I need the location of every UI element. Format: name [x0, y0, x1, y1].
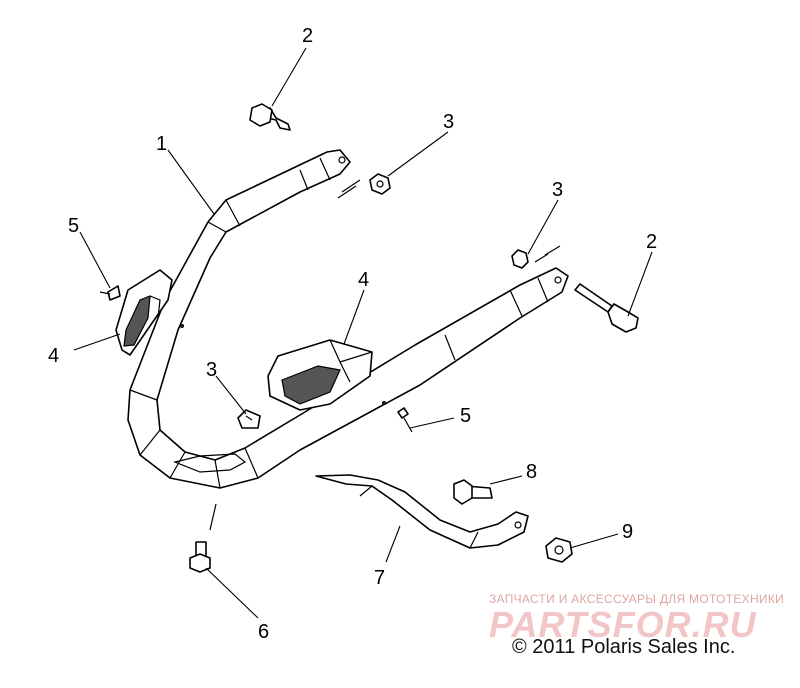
- callout-6: 6: [258, 621, 269, 643]
- callout-2-top: 2: [302, 25, 313, 47]
- callout-9: 9: [622, 521, 633, 543]
- callout-4-left: 4: [48, 345, 59, 367]
- callout-2-right: 2: [646, 231, 657, 253]
- callout-5-left: 5: [68, 215, 79, 237]
- callout-3-right: 3: [552, 179, 563, 201]
- callout-1: 1: [156, 133, 167, 155]
- front-bumper-tube: [127, 149, 569, 489]
- nut-3-top: [337, 173, 391, 199]
- copyright-notice: © 2011 Polaris Sales Inc.: [512, 636, 736, 658]
- callout-5-center: 5: [460, 405, 471, 427]
- mount-bracket-4-left: [115, 269, 173, 356]
- callout-7: 7: [374, 567, 385, 589]
- callout-3-top: 3: [443, 111, 454, 133]
- nut-3-right: [511, 245, 561, 269]
- callout-4-center: 4: [358, 269, 369, 291]
- screw-5-center: [397, 407, 413, 433]
- watermark-logo: PARTSFOR.RU: [489, 604, 757, 645]
- callout-8: 8: [526, 461, 537, 483]
- bolt-8: [453, 479, 493, 505]
- bolt-6: [189, 503, 217, 573]
- nut-9: [545, 537, 573, 563]
- clip-nut-3: [237, 409, 261, 429]
- callout-labels: 2 3 1 3 5 2 4 4 3 5 8 9 7 6: [48, 25, 657, 643]
- watermark-tagline: ЗАПЧАСТИ И АКСЕССУАРЫ ДЛЯ МОТОТЕХНИКИ: [489, 592, 785, 606]
- bolt-2-right: [574, 283, 639, 333]
- screw-5-left: [99, 285, 121, 301]
- leader-lines: [73, 47, 653, 619]
- callout-3-center: 3: [206, 359, 217, 381]
- brace-tube-7: [315, 474, 529, 549]
- bolt-2-top: [249, 103, 291, 131]
